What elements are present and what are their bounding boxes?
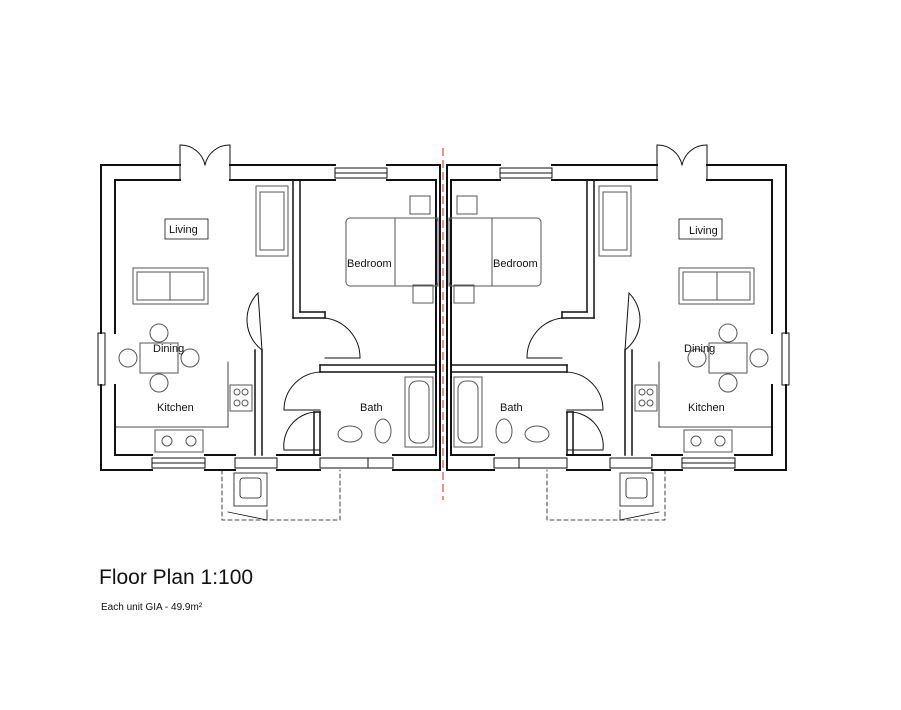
door-swings (246, 291, 361, 451)
drawing-subtitle: Each unit GIA - 49.9m² (101, 602, 203, 613)
room-label-dining: Dining (153, 343, 184, 355)
room-label-bedroom: Bedroom (347, 258, 392, 270)
dining-table (139, 342, 179, 374)
room-label-bath: Bath (360, 402, 383, 414)
room-label-kitchen: Kitchen (688, 402, 725, 414)
porch (221, 469, 341, 521)
room-label-bedroom: Bedroom (493, 258, 538, 270)
armchair (255, 185, 289, 257)
drawing-title: Floor Plan 1:100 (99, 566, 254, 589)
room-label-dining: Dining (684, 343, 715, 355)
room-label-kitchen: Kitchen (157, 402, 194, 414)
furniture (118, 185, 439, 453)
room-label-bath: Bath (500, 402, 523, 414)
room-label-living: Living (689, 225, 718, 237)
external-walls (100, 164, 441, 471)
kitchen-sink (154, 429, 204, 453)
unit-right (446, 144, 790, 521)
bed (345, 217, 439, 287)
basin (337, 425, 363, 443)
room-label-living: Living (169, 224, 198, 236)
room-labels-left: Living Bedroom Dining Kitchen Bath (153, 224, 392, 414)
unit-left (97, 144, 441, 521)
room-labels-right: Living Bedroom Dining Kitchen Bath (493, 225, 725, 414)
toilet (374, 418, 392, 444)
hob (229, 384, 253, 412)
bathtub (404, 376, 434, 448)
french-doors (179, 144, 231, 181)
windows (97, 167, 394, 469)
sofa (132, 267, 209, 305)
